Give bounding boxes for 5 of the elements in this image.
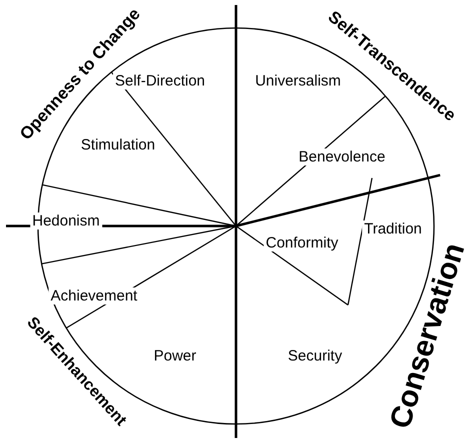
value-label: Benevolence	[296, 148, 388, 166]
value-label: Conformity	[264, 234, 340, 252]
value-label: Achievement	[48, 288, 140, 304]
value-label: Hedonism	[30, 212, 102, 230]
value-label: Security	[286, 348, 344, 364]
